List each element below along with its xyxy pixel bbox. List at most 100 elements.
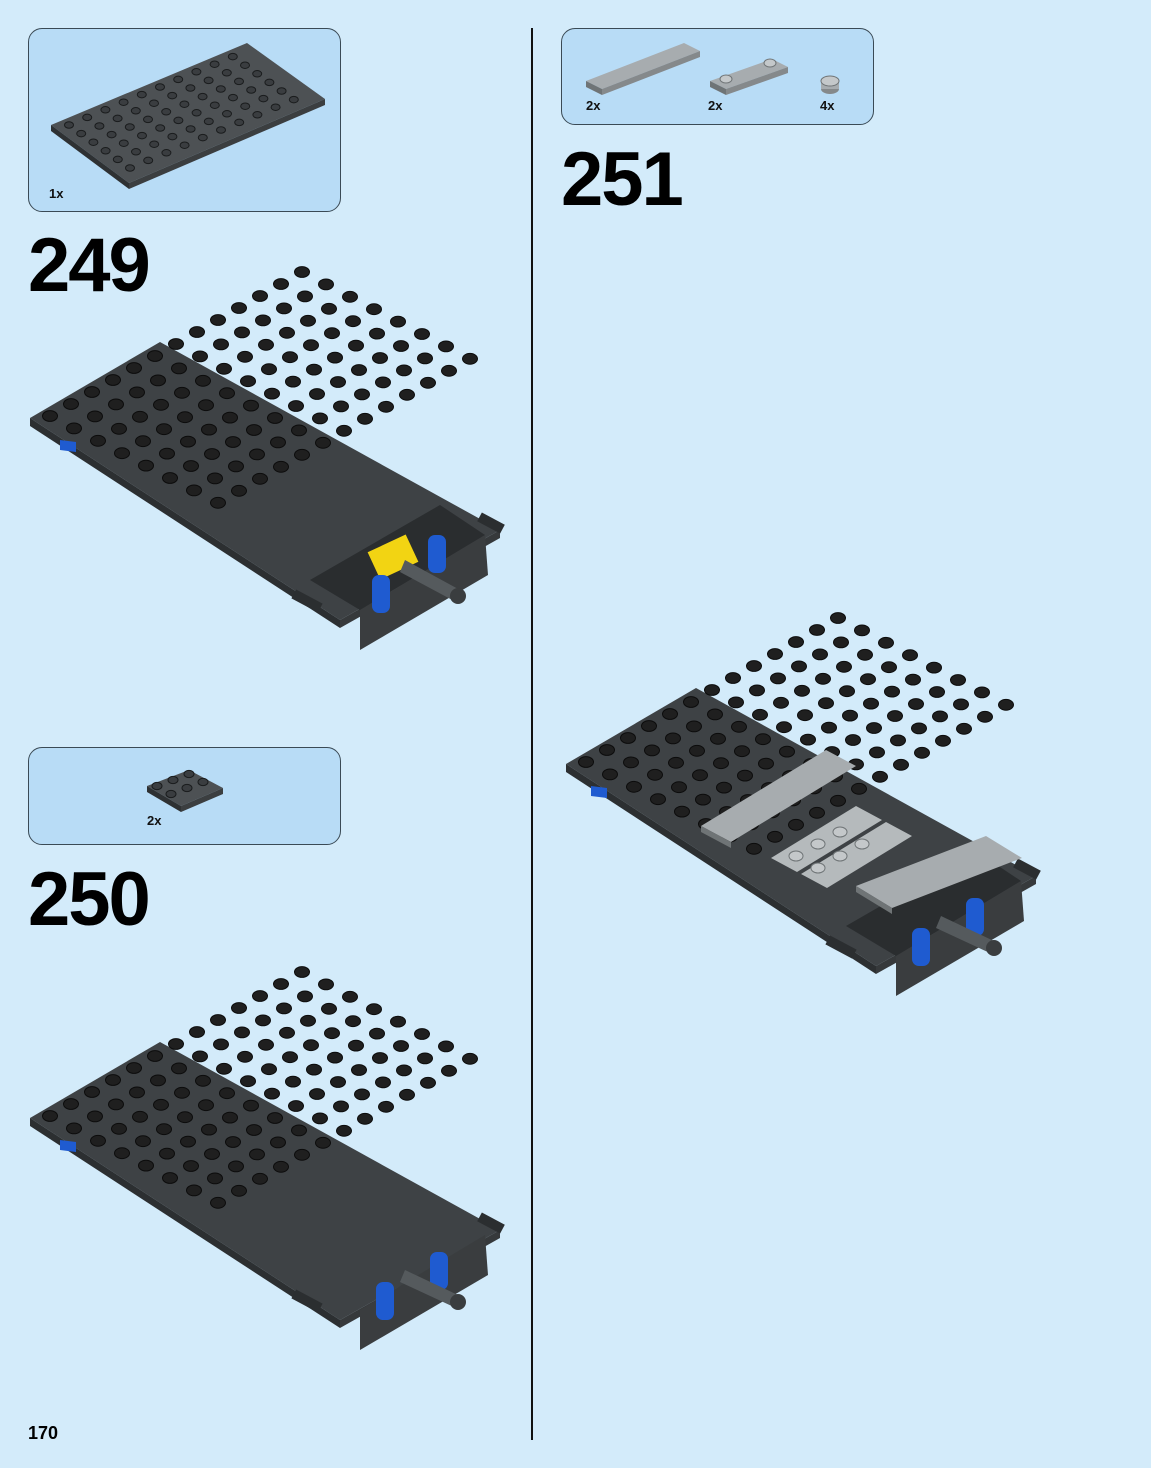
stud [372,1052,388,1064]
tile-1x6-part-image [586,43,700,95]
stud [854,624,870,637]
model-step-249 [30,266,505,650]
stud [390,1015,406,1028]
stud [114,447,130,460]
stud [105,1074,121,1086]
stud [420,1076,436,1089]
stud [905,673,921,686]
stud [240,61,250,69]
stud [222,110,232,118]
stud [417,352,433,365]
stud [279,326,295,339]
stud [788,636,804,648]
stud [87,1110,103,1123]
stud [830,794,846,807]
stud [222,1111,238,1124]
stud [118,98,129,106]
stud [155,83,165,91]
stud [155,124,166,132]
stud [728,696,744,709]
step-number-249: 249 [28,223,151,308]
stud [689,744,705,757]
stud [300,1014,316,1027]
stud [225,1136,241,1148]
stud [84,386,100,398]
stud [893,758,909,771]
stud [318,978,334,991]
stud [683,696,699,708]
stud [124,123,135,131]
stud [749,684,765,697]
stud [90,1134,106,1147]
stud [731,720,747,733]
stud [82,113,93,122]
stud [279,1026,295,1039]
stud [255,1014,271,1027]
stud [171,362,187,375]
stud [273,1160,289,1173]
stud [438,340,454,353]
stud [231,1002,247,1014]
stud [578,756,594,768]
stud [252,70,263,78]
stud [192,350,208,363]
stud [953,698,969,711]
stud [222,411,238,424]
stud [204,448,220,460]
stud [303,339,319,352]
plate-1x4-2-studs-part-image [710,58,788,95]
stud [315,436,331,449]
stud [112,114,123,123]
stud [231,1184,247,1197]
stud [66,1122,82,1135]
stud [291,1124,307,1137]
stud [770,672,786,685]
stud [264,1087,280,1100]
stud [908,698,924,710]
stud [210,314,226,326]
stud [375,1076,391,1089]
stud [312,1112,328,1125]
stud [650,793,666,806]
stud [309,1088,325,1100]
parts-box-step-251: 2x 2x 4x [561,28,874,125]
stud [288,95,299,104]
stud [345,1015,361,1028]
stud [815,672,831,685]
stud [201,423,217,436]
stud [270,436,286,449]
stud [336,424,352,437]
step-number-250: 250 [28,857,151,942]
stud [42,1110,58,1122]
stud [237,1050,253,1063]
stud [599,744,615,756]
stud [866,722,882,734]
stud [378,1100,394,1113]
stud [974,686,990,699]
stud [602,768,618,781]
stud [162,1172,178,1184]
stud [173,116,184,125]
stud [267,412,283,424]
stud [186,1184,202,1197]
stud [150,374,166,387]
stud [318,278,334,291]
stud [863,697,879,710]
stud [243,399,259,412]
stud [366,303,382,316]
stud [348,1039,364,1052]
stud [378,400,394,413]
stud [695,793,711,806]
stud [252,290,268,302]
stud [303,1039,319,1052]
stud [620,732,636,744]
stud [191,68,202,76]
stud [183,460,199,472]
stud [758,757,774,770]
stud [201,1123,217,1136]
stud [234,1026,250,1039]
stud [710,732,726,745]
stud [288,1100,304,1112]
stud [161,149,172,157]
stud [902,649,918,662]
